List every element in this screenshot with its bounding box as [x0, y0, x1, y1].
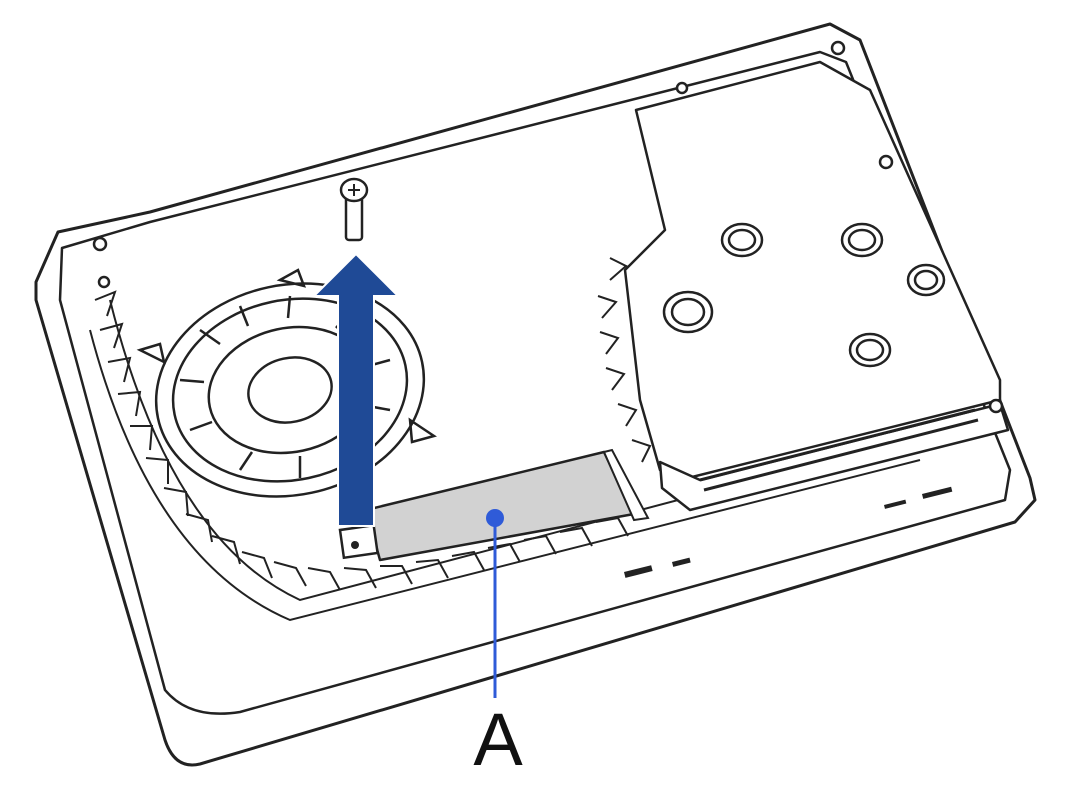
shield-plate — [623, 60, 1010, 512]
up-arrow-icon — [311, 252, 401, 527]
expansion-slot-cover — [338, 448, 650, 562]
fan-icon — [136, 268, 437, 498]
heatsink-fins — [94, 257, 652, 591]
callout-label-a: A — [473, 698, 523, 781]
mount-holes — [92, 40, 1004, 414]
screw-icon — [339, 177, 369, 242]
console-vents — [623, 486, 953, 578]
callout-leader — [486, 509, 504, 698]
